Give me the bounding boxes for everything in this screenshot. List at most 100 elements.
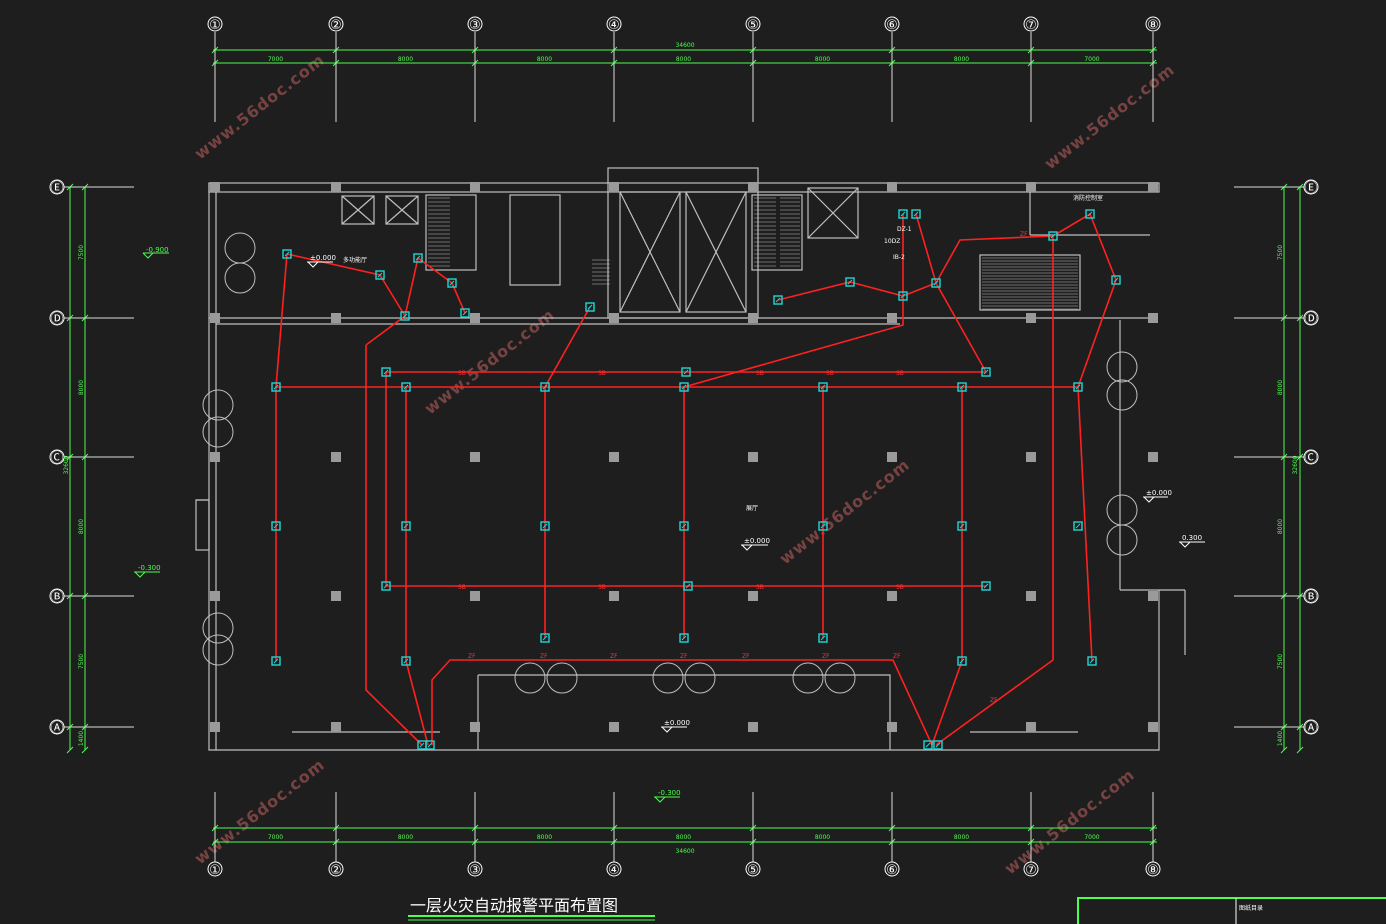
alarm-wire <box>365 345 423 746</box>
smoke-detector-icon <box>923 740 933 750</box>
axis-label-v: ② <box>330 863 342 878</box>
door-swing <box>652 662 669 694</box>
axis-label-h: Ⓐ <box>1304 721 1317 736</box>
smoke-detector-icon <box>845 277 855 287</box>
column <box>470 452 480 462</box>
right-span-dim: 7500 <box>1277 245 1284 260</box>
axis-label-h: Ⓒ <box>50 451 63 466</box>
alarm-wire <box>544 306 591 388</box>
detector-mark <box>913 211 919 217</box>
bottom-span-dim: 8000 <box>815 834 830 841</box>
panel2-label: IB-2 <box>893 254 905 261</box>
bottom-span-dim: 7000 <box>1084 834 1099 841</box>
column <box>609 313 619 323</box>
axis-label-v: ④ <box>608 863 620 878</box>
bottom-span-dim: 8000 <box>954 834 969 841</box>
smoke-detector-icon <box>957 521 967 531</box>
wire-label-sb: SB <box>458 584 466 591</box>
axis-bubble-v <box>207 16 223 32</box>
column <box>748 313 758 323</box>
bottom-total-dim: 34600 <box>675 848 694 855</box>
door-swing <box>667 662 684 694</box>
wire-label-zf: ZF <box>822 653 830 660</box>
smoke-detector-icon <box>679 633 689 643</box>
right-span-dim: 7500 <box>1277 654 1284 669</box>
smoke-detector-icon <box>271 382 281 392</box>
detector-mark <box>284 251 290 257</box>
dim-tick <box>1296 746 1304 754</box>
smoke-detector-icon <box>981 581 991 591</box>
door-swing <box>561 662 578 694</box>
axis-bubble-h <box>49 719 65 735</box>
drawing-title-block: 一层火灾自动报警平面布置图 图纸目录 <box>408 896 1386 924</box>
axis-label-h: Ⓓ <box>1304 312 1317 327</box>
alarm-wire <box>935 236 1054 746</box>
smoke-detector-icon <box>679 521 689 531</box>
level-marks: -0.900 -0.300 -0.300 ±0.000 0.300 ±0.000… <box>134 246 1205 803</box>
smoke-detector-icon <box>1087 656 1097 666</box>
smoke-detector-icon <box>957 382 967 392</box>
level-left: -0.300 <box>138 564 161 572</box>
axis-bubble-v <box>1023 861 1039 877</box>
column <box>210 591 220 601</box>
alarm-wire <box>275 253 288 388</box>
detector-mark <box>273 658 279 664</box>
detector-mark <box>542 523 548 529</box>
wire-label-sb: SB <box>896 370 904 377</box>
bottom-span-dim: 8000 <box>537 834 552 841</box>
axis-bubble-v <box>207 861 223 877</box>
detector-mark <box>383 369 389 375</box>
door-swing <box>824 662 841 694</box>
level-right: 0.300 <box>1182 534 1202 542</box>
room-office-label: 多功能厅 <box>343 256 367 264</box>
alarm-wiring <box>275 212 1117 746</box>
door-swing <box>807 662 824 694</box>
door-swing <box>699 662 716 694</box>
detector-mark <box>383 583 389 589</box>
column <box>1148 452 1158 462</box>
title-block-text: 图纸目录 <box>1239 904 1263 912</box>
axis-label-v: ⑧ <box>1147 863 1159 878</box>
axis-label-h: Ⓐ <box>50 721 63 736</box>
detector-mark <box>427 742 433 748</box>
door-swing <box>1106 539 1138 556</box>
axis-bubble-v <box>606 861 622 877</box>
top-span-dim: 8000 <box>398 56 413 63</box>
axis-bubble-h <box>1303 179 1319 195</box>
column <box>887 591 897 601</box>
level-left-top: -0.900 <box>146 246 169 254</box>
level-bottom: -0.300 <box>658 789 681 797</box>
detector-mark <box>925 742 931 748</box>
dim-tick <box>81 746 89 754</box>
wire-label-sb: SB <box>826 370 834 377</box>
smoke-detector-icon <box>585 302 595 312</box>
smoke-detector-icon <box>282 249 292 259</box>
axis-bubble-v <box>328 16 344 32</box>
axis-bubble-h <box>1303 719 1319 735</box>
axis-label-h: Ⓑ <box>1304 590 1317 605</box>
level-right-entry: ±0.000 <box>1146 489 1172 497</box>
detector-mark <box>900 211 906 217</box>
door-swing <box>202 389 234 406</box>
wire-label-sb: SB <box>598 370 606 377</box>
column <box>1026 182 1036 192</box>
alarm-wire <box>1052 212 1117 388</box>
axis-bubble-v <box>467 861 483 877</box>
axis-bubble-v <box>884 16 900 32</box>
smoke-detector-icon <box>413 253 423 263</box>
wire-label-zf: ZF <box>990 697 998 704</box>
wire-label-sb: SB <box>458 370 466 377</box>
column <box>609 452 619 462</box>
panel3-label: 10DZ <box>884 238 900 245</box>
axis-bubble-v <box>328 861 344 877</box>
detector-mark <box>933 280 939 286</box>
smoke-detector-icon <box>401 656 411 666</box>
left-span-dim: 8000 <box>78 519 85 534</box>
smoke-detector-icon <box>381 581 391 591</box>
wire-label-zf: ZF <box>610 653 618 660</box>
column <box>609 722 619 732</box>
axis-bubble-h <box>49 179 65 195</box>
watermark-text: www.56doc.com <box>421 305 559 418</box>
